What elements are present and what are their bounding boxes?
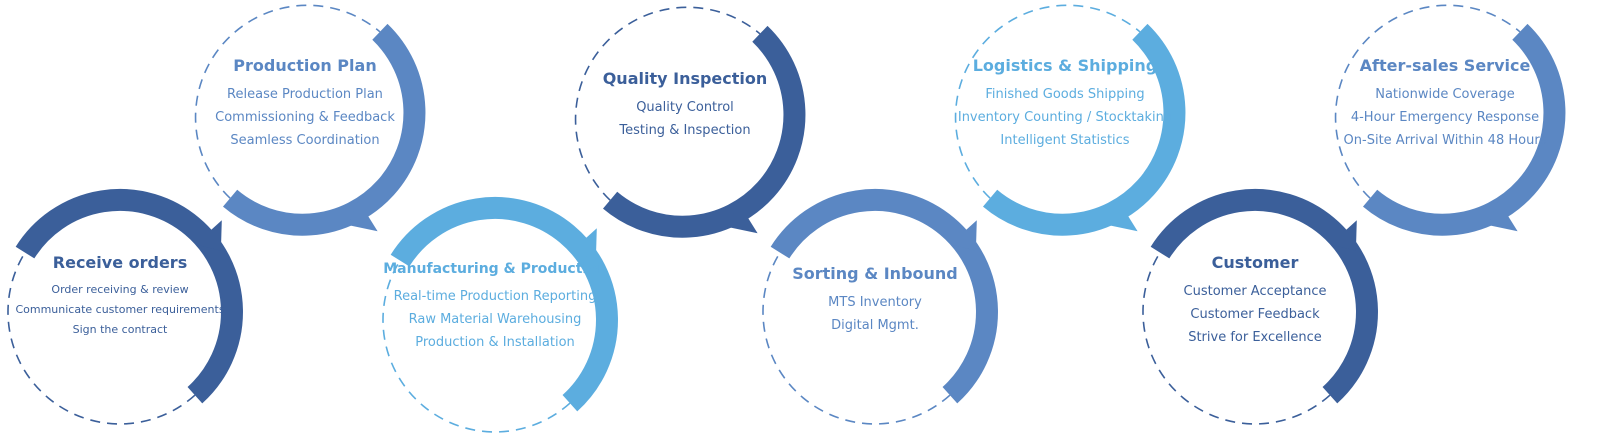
progress-arc: [770, 188, 998, 404]
arrowhead-icon: [1330, 220, 1357, 251]
progress-arc: [15, 188, 243, 404]
arrowhead-icon: [727, 202, 758, 234]
step-item: Commissioning & Feedback: [215, 109, 395, 125]
step-item: 4-Hour Emergency Response: [1350, 109, 1540, 125]
step-item: Release Production Plan: [227, 86, 383, 102]
step-title: Quality Inspection: [602, 69, 768, 88]
dashed-ring-segment: [954, 4, 1141, 199]
progress-arc: [603, 25, 806, 238]
step-item: Real-time Production Reporting: [393, 288, 597, 304]
progress-arc: [1363, 23, 1566, 236]
step-title: Production Plan: [233, 55, 377, 75]
step-title: After-sales Service: [1359, 55, 1531, 75]
step-item: Quality Control: [636, 100, 734, 115]
dashed-ring-segment: [7, 252, 196, 425]
step-ring-2: [194, 4, 426, 236]
step-title: Logistics & Shipping: [972, 55, 1158, 75]
progress-arc: [390, 196, 618, 412]
dashed-ring-segment: [382, 260, 571, 433]
dashed-ring-segment: [762, 252, 951, 425]
step-ring-1: [7, 188, 243, 425]
arrowhead-icon: [1107, 200, 1138, 232]
progress-arc: [223, 23, 426, 236]
arrowhead-icon: [1487, 200, 1518, 232]
step-item: Nationwide Coverage: [1375, 86, 1515, 102]
step-item: Communicate customer requirements: [15, 302, 225, 316]
dashed-ring-segment: [1334, 4, 1521, 199]
step-item: Order receiving & review: [51, 282, 189, 296]
step-title: Customer: [1211, 252, 1299, 272]
arrowhead-icon: [195, 220, 222, 251]
step-ring-3: [382, 196, 618, 433]
step-item: Raw Material Warehousing: [408, 311, 582, 327]
step-ring-7: [1142, 188, 1378, 425]
step-item: Finished Goods Shipping: [985, 86, 1145, 102]
step-item: Digital Mgmt.: [831, 318, 919, 333]
dashed-ring-segment: [194, 4, 381, 199]
step-item: Strive for Excellence: [1188, 329, 1322, 345]
step-item: Intelligent Statistics: [1000, 132, 1130, 148]
step-item: Customer Acceptance: [1183, 283, 1327, 299]
progress-arc: [983, 23, 1186, 236]
step-item: On-Site Arrival Within 48 Hours: [1343, 132, 1547, 148]
step-item: Production & Installation: [415, 334, 575, 350]
dashed-ring-segment: [1142, 252, 1331, 425]
step-title: Manufacturing & Production: [383, 260, 607, 277]
step-item: Inventory Counting / Stocktaking: [957, 109, 1173, 125]
dashed-ring-segment: [574, 6, 761, 201]
arrowhead-icon: [570, 228, 597, 259]
progress-arc: [1150, 188, 1378, 404]
arrowhead-icon: [347, 200, 378, 232]
arrowhead-icon: [950, 220, 977, 251]
step-title: Receive orders: [52, 252, 188, 272]
step-title: Sorting & Inbound: [792, 264, 958, 283]
step-item: Customer Feedback: [1190, 306, 1320, 322]
step-item: Sign the contract: [72, 322, 168, 336]
step-ring-5: [762, 188, 998, 425]
step-ring-8: [1334, 4, 1566, 236]
step-item: Testing & Inspection: [619, 123, 751, 138]
step-ring-4: [574, 6, 806, 238]
step-ring-6: [954, 4, 1186, 236]
step-item: MTS Inventory: [828, 295, 922, 310]
step-item: Seamless Coordination: [230, 132, 380, 148]
